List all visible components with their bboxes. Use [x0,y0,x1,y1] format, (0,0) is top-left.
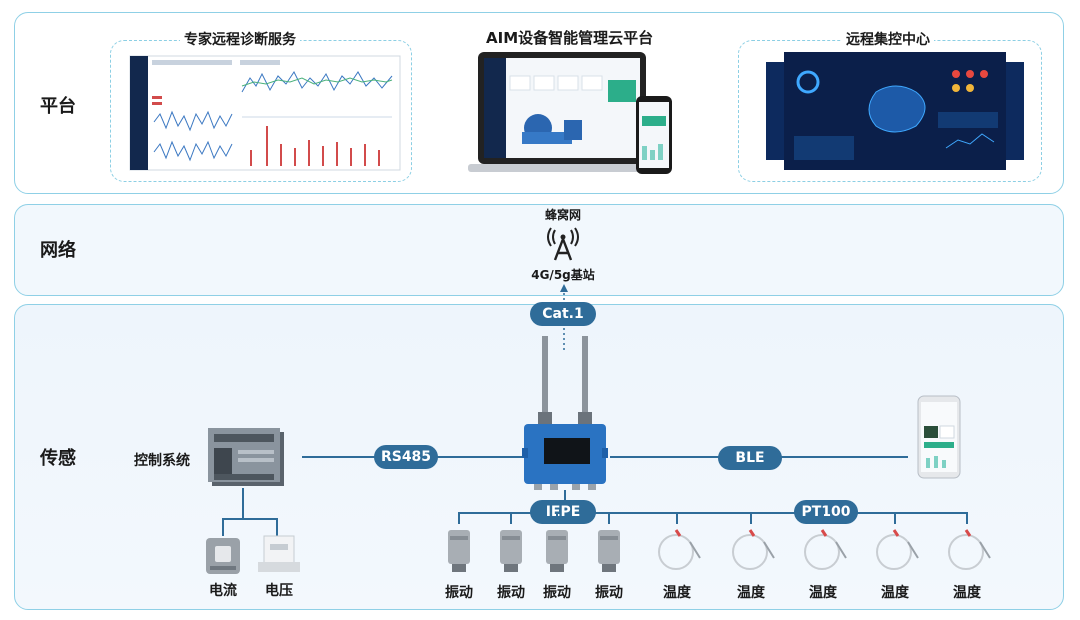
voltage-label: 电压 [265,583,293,599]
vibration-drop-1 [458,512,460,524]
plc-branch-line [222,518,278,520]
voltage-drop-line [276,518,278,536]
sensor-bus-line [458,512,968,514]
plc-drop-line [242,488,244,518]
current-transformer-image [206,538,240,574]
temperature-probe-1 [658,529,701,570]
temperature-label-4: 温度 [881,585,909,601]
vibration-sensor-2 [500,530,522,572]
temperature-drop-1 [676,512,678,524]
control-center-title: 远程集控中心 [842,29,934,49]
vibration-label-4: 振动 [595,585,623,601]
voltage-transducer-image [258,535,300,572]
temperature-probe-4 [876,529,919,570]
cat1-badge: Cat.1 [530,302,596,326]
row-label-sensing: 传感 [40,448,76,469]
vibration-sensor-3 [546,530,568,572]
temperature-probe-2 [732,529,775,570]
vibration-drop-2 [510,512,512,524]
expert-service-title: 专家远程诊断服务 [180,29,300,49]
diagnosis-dashboard-image [129,55,401,171]
temperature-drop-4 [894,512,896,524]
temperature-drop-5 [966,512,968,524]
current-label: 电流 [209,583,237,599]
base-station-label: 4G/5g基站 [531,268,595,282]
current-drop-line [222,518,224,536]
antenna-tower-icon [547,227,579,261]
temperature-drop-3 [822,512,824,524]
network-panel [14,204,1064,296]
temperature-probe-5 [948,529,991,570]
vibration-label-2: 振动 [497,585,525,601]
iepe-badge: IEPE [530,500,596,524]
pt100-badge: PT100 [794,500,858,524]
vibration-sensor-4 [598,530,620,572]
row-label-platform: 平台 [40,96,76,117]
iot-gateway-image [522,336,608,490]
smartphone-image [917,395,961,479]
vibration-label-1: 振动 [445,585,473,601]
vibration-drop-3 [556,512,558,524]
row-label-network: 网络 [40,240,76,261]
vibration-label-3: 振动 [543,585,571,601]
vibration-drop-4 [608,512,610,524]
laptop-phone-image [468,52,672,174]
temperature-probe-3 [804,529,847,570]
temperature-label-1: 温度 [663,585,691,601]
temperature-drop-2 [750,512,752,524]
cloud-platform-title: AIM设备智能管理云平台 [482,27,658,48]
temperature-label-2: 温度 [737,585,765,601]
temperature-label-5: 温度 [953,585,981,601]
rs485-badge: RS485 [374,445,438,469]
plc-controller-image [208,428,284,486]
ble-badge: BLE [718,446,782,470]
control-center-screens-image [766,52,1024,170]
control-system-label: 控制系统 [134,453,190,469]
cellular-network-label: 蜂窝网 [544,208,581,222]
vibration-sensor-1 [448,530,470,572]
temperature-label-3: 温度 [809,585,837,601]
